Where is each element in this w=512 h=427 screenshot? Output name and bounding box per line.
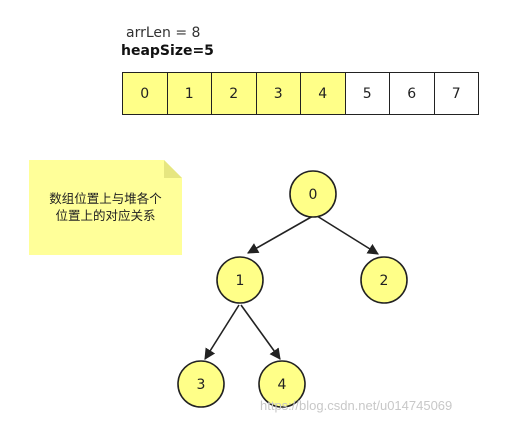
edge-1-3 [204,304,240,360]
tree-node-label: 1 [236,273,245,289]
edge-1-4 [240,304,281,360]
tree-node: 0 [289,170,337,218]
heap-size-label: heapSize=5 [121,43,214,59]
tree-node-label: 3 [197,377,206,393]
note-line-2: 位置上的对应关系 [55,208,156,223]
tree-node: 1 [216,256,264,304]
array-cell: 0 [123,72,168,115]
edge-0-1 [247,215,314,254]
sticky-note-shape [29,160,182,255]
tree-node-label: 0 [309,187,318,203]
tree-node: 2 [360,256,408,304]
tree-node: 3 [177,360,225,408]
array-cell: 6 [390,72,435,115]
array-row: 0 1 2 3 4 5 6 7 [122,72,479,115]
tree-node-label: 4 [278,377,287,393]
watermark: https://blog.csdn.net/u014745069 [260,398,453,413]
array-cell: 1 [167,72,212,115]
array-cell: 4 [301,72,346,115]
note-line-1: 数组位置上与堆各个 [49,191,162,206]
tree-node-label: 2 [380,273,389,289]
sticky-note: 数组位置上与堆各个 位置上的对应关系 [29,160,182,255]
array-cell: 5 [345,72,390,115]
tree-node: 4 [258,360,306,408]
array-length-label: arrLen = 8 [126,25,201,41]
sticky-note-text: 数组位置上与堆各个 位置上的对应关系 [29,190,182,224]
edge-0-2 [316,215,379,255]
array-cell: 7 [434,72,479,115]
array-cell: 3 [256,72,301,115]
array-cell: 2 [212,72,257,115]
